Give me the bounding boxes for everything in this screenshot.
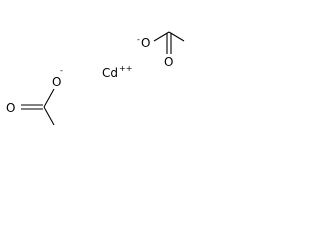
- right-anion-oxygen-label: O: [141, 36, 150, 50]
- cadmium-acetate-structure: - O O Cd ++ - O O: [6, 31, 185, 126]
- cadmium-charge: ++: [119, 64, 132, 73]
- left-carbonyl-oxygen-label: O: [6, 101, 15, 115]
- right-carbonyl-oxygen-label: O: [164, 55, 173, 69]
- acetate-left: - O O: [6, 66, 63, 126]
- bond-left-anion-o-to-carbon: [43, 88, 55, 108]
- cadmium-cation: Cd ++: [102, 64, 132, 80]
- left-anion-oxygen-label: O: [52, 75, 61, 89]
- left-anion-charge: -: [60, 66, 63, 75]
- acetate-right: - O O: [137, 31, 185, 69]
- right-anion-charge: -: [137, 35, 140, 44]
- cadmium-label: Cd: [102, 66, 118, 80]
- bond-left-carbon-to-methyl: [43, 106, 55, 126]
